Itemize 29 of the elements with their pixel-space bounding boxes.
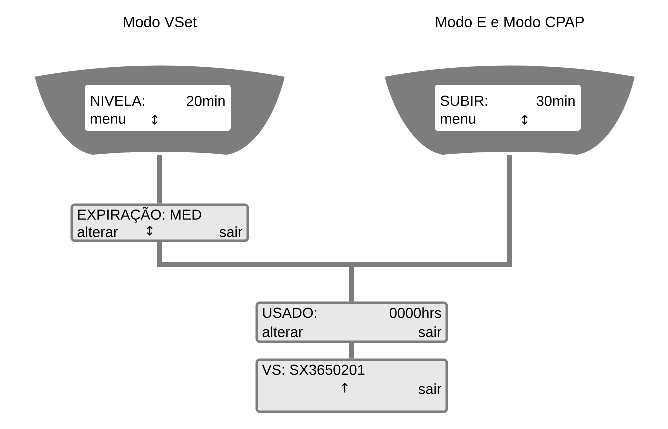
display-text: 30min <box>536 96 575 106</box>
display-text: menu <box>441 116 476 124</box>
mode-title: Modo E e Modo CPAP <box>436 16 584 28</box>
menu-screen-box <box>256 302 448 344</box>
display-text: VS: SX3650201 <box>262 364 365 376</box>
mode-title: Modo VSet <box>124 16 197 28</box>
display-text: sair <box>418 326 442 338</box>
display-text: alterar <box>262 326 304 338</box>
arrow-symbol: ↕ <box>147 226 153 236</box>
connector-line <box>350 343 354 359</box>
display-text: SUBIR: <box>440 96 488 106</box>
device-display <box>35 16 285 155</box>
arrow-symbol: ↕ <box>522 115 528 125</box>
connector-line <box>350 155 512 302</box>
arrow-symbol: ↑ <box>342 383 348 393</box>
display-text: NIVELA: <box>91 96 144 106</box>
display-text: sair <box>220 226 243 238</box>
menu-screen-box <box>256 358 448 414</box>
connector-line <box>158 155 162 204</box>
display-text: sair <box>418 384 442 394</box>
display-text: 0000hrs <box>390 308 442 318</box>
display-text: 20min <box>187 96 225 106</box>
arrow-symbol: ↕ <box>152 115 158 125</box>
device-display <box>385 16 635 155</box>
display-text: EXPIRAÇÃO: MED <box>78 207 202 223</box>
display-text: menu <box>91 116 126 124</box>
display-text: alterar <box>78 226 118 238</box>
display-text: USADO: <box>263 308 316 318</box>
menu-screen-box <box>70 204 250 242</box>
